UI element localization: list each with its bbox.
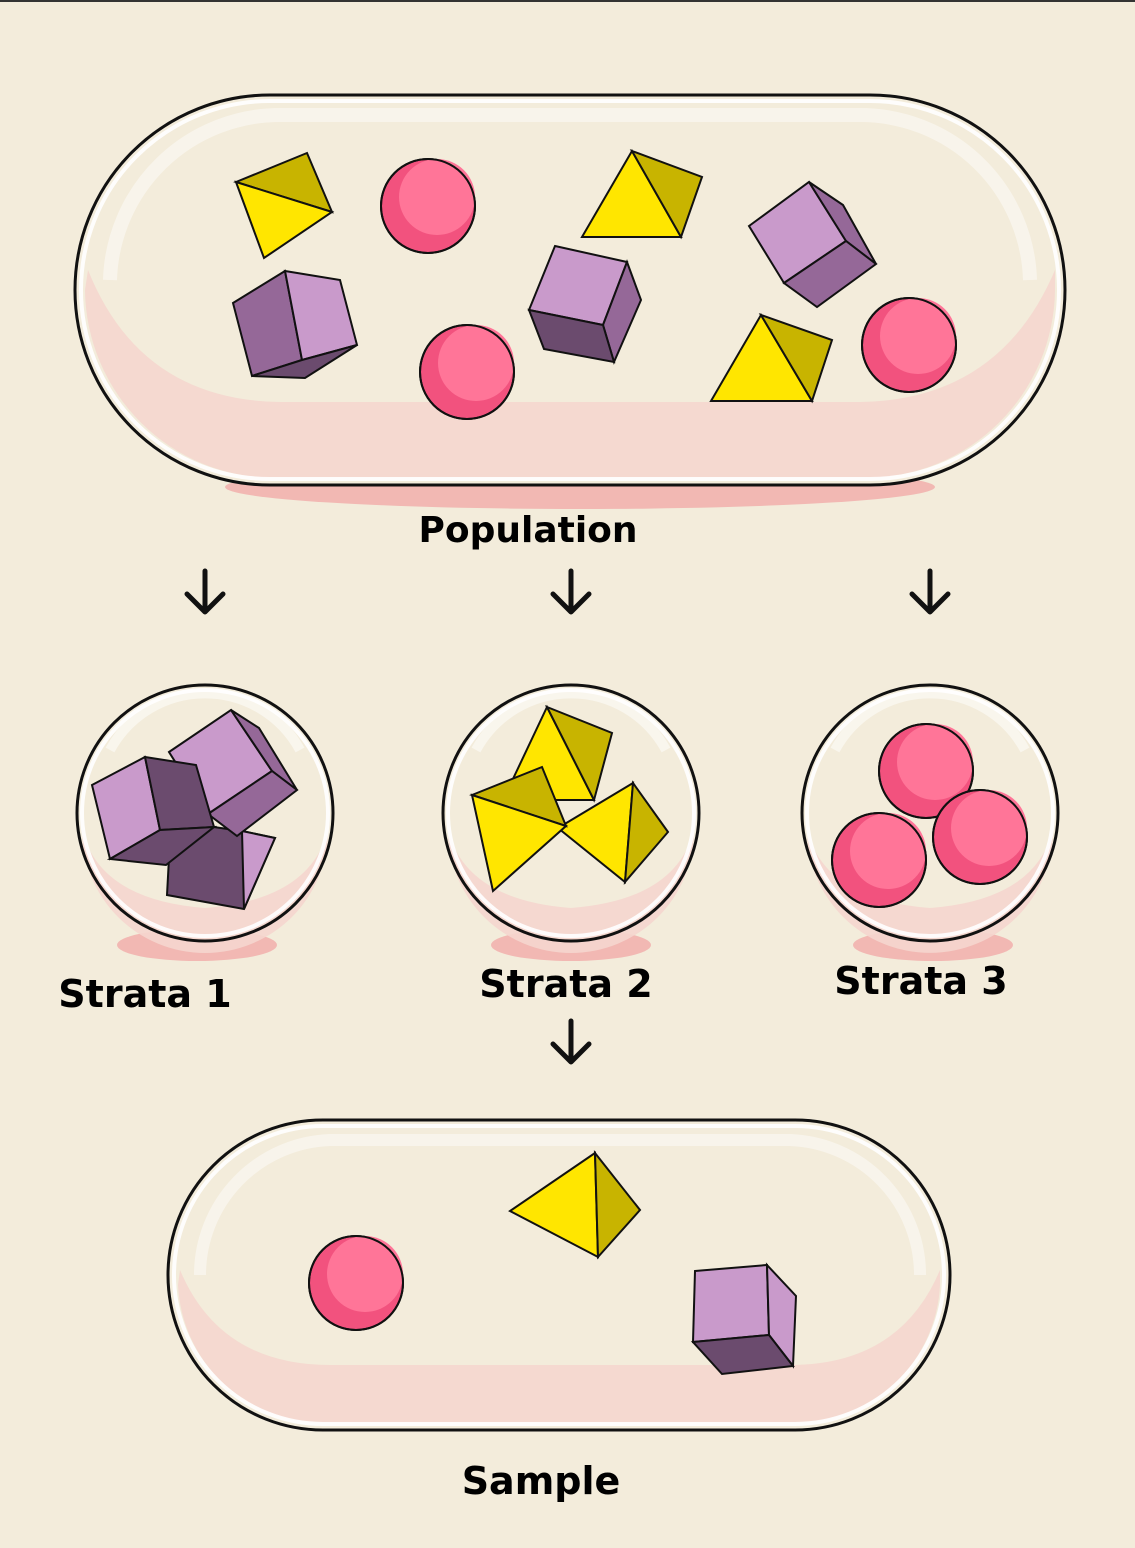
strata-2-label: Strata 2 <box>479 962 652 1006</box>
sphere-shape <box>419 324 515 420</box>
sphere-shape <box>380 158 476 254</box>
strata-3-label: Strata 3 <box>834 959 1007 1003</box>
strata-1-label: Strata 1 <box>58 972 231 1016</box>
cube-shape <box>527 244 643 365</box>
pyramid-shape <box>556 780 670 885</box>
pyramid-shape <box>580 148 704 240</box>
cube-shape <box>690 1262 798 1376</box>
cube-shape <box>747 180 878 309</box>
strata-3-container <box>800 683 1060 961</box>
cube-shape <box>90 755 218 867</box>
strata-1-container <box>75 683 335 961</box>
sphere-shape <box>831 812 927 908</box>
top-border <box>0 0 1135 2</box>
sphere-shape <box>308 1235 404 1331</box>
sphere-shape <box>932 789 1028 885</box>
population-label: Population <box>418 510 637 551</box>
sphere-shape <box>861 297 957 393</box>
population-capsule-tint <box>85 270 1055 479</box>
population-capsule-highlight <box>103 108 1037 281</box>
population-container <box>73 93 1067 509</box>
arrow-down-icon <box>184 568 226 615</box>
arrow-down-icon <box>550 1018 592 1065</box>
cube-shape <box>231 269 359 380</box>
pyramid-shape <box>508 1150 642 1260</box>
arrow-down-icon <box>909 568 951 615</box>
sample-label: Sample <box>462 1459 621 1503</box>
strata-2-container <box>441 683 701 961</box>
sample-container <box>166 1118 952 1432</box>
arrow-down-icon <box>550 568 592 615</box>
pyramid-shape <box>709 313 834 404</box>
pyramid-shape <box>233 151 335 260</box>
pyramid-shape <box>469 765 568 893</box>
